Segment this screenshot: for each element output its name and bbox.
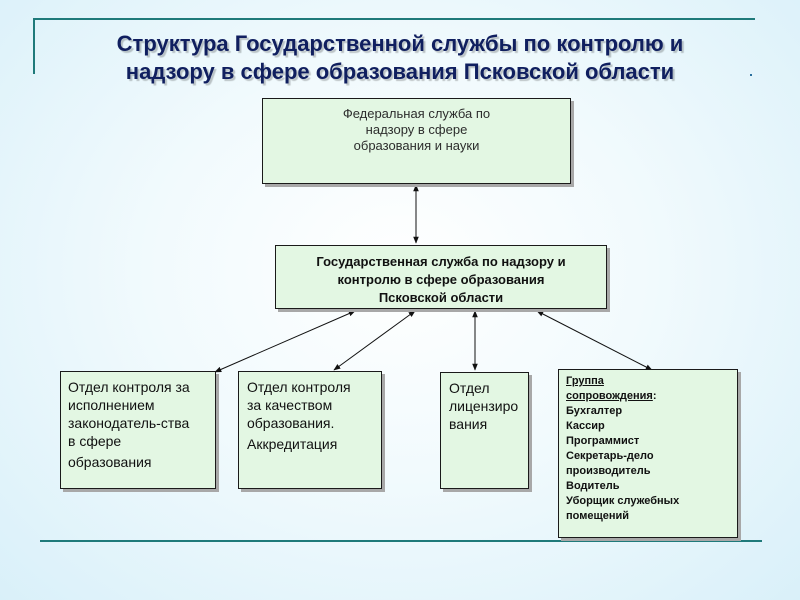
control-line-4: в сфере [68,433,122,449]
support-item: Бухгалтер [566,405,623,417]
support-item: Программист [566,435,640,447]
arrow-regional-quality [333,310,416,371]
federal-line-2: надзору в сфере [365,122,468,137]
control-line-3: законодатель-ства [68,415,190,431]
federal-line-3: образования и науки [353,138,480,153]
slide-title-line-2: надзору в сфере образования Псковской об… [125,59,675,84]
control-line-1: Отдел контроля за [68,379,190,395]
quality-department-box: Отдел контроля за качеством образования.… [238,371,382,489]
license-department-box: Отдел лицензиро вания [440,372,529,489]
regional-line-3: Псковской области [378,290,504,305]
support-item: Кассир [566,420,605,432]
decorative-bottom-line [40,540,762,542]
license-line-1: Отдел [449,380,490,396]
control-line-2: исполнением [68,397,155,413]
regional-line-2: контролю в сфере образования [337,272,545,287]
support-item: Водитель [566,480,620,492]
quality-line-1: Отдел контроля [247,379,351,395]
support-item: Уборщик служебных [566,495,680,507]
decorative-dot [750,74,752,76]
license-line-2: лицензиро [449,398,519,414]
support-item: производитель [566,465,651,477]
support-heading-line-2: сопровождения: [566,389,733,404]
support-heading-text: сопровождения [566,390,653,402]
control-department-box: Отдел контроля за исполнением законодате… [60,371,216,489]
slide-title: Структура Государственной службы по конт… [40,30,760,86]
regional-line-1: Государственная служба по надзору и [316,254,566,269]
support-item: Секретарь-дело [566,450,654,462]
arrow-regional-support [536,310,653,371]
regional-service-box: Государственная служба по надзору и конт… [275,245,607,309]
support-group-box: Группа сопровождения: Бухгалтер Кассир П… [558,369,738,538]
slide-title-line-1: Структура Государственной службы по конт… [116,31,684,56]
federal-service-box: Федеральная служба по надзору в сфере об… [262,98,571,184]
arrow-regional-control [214,310,356,373]
decorative-top-line [33,18,755,20]
control-line-5: образования [68,454,152,470]
support-heading-colon: : [652,390,657,402]
decorative-vertical-line [33,18,35,74]
support-item: помещений [566,510,630,522]
quality-line-4: Аккредитация [247,436,338,452]
support-heading-line-1: Группа [566,375,604,387]
quality-line-2: за качеством [247,397,333,413]
quality-line-3: образования. [247,415,335,431]
license-line-3: вания [449,416,488,432]
federal-line-1: Федеральная служба по [342,106,491,121]
